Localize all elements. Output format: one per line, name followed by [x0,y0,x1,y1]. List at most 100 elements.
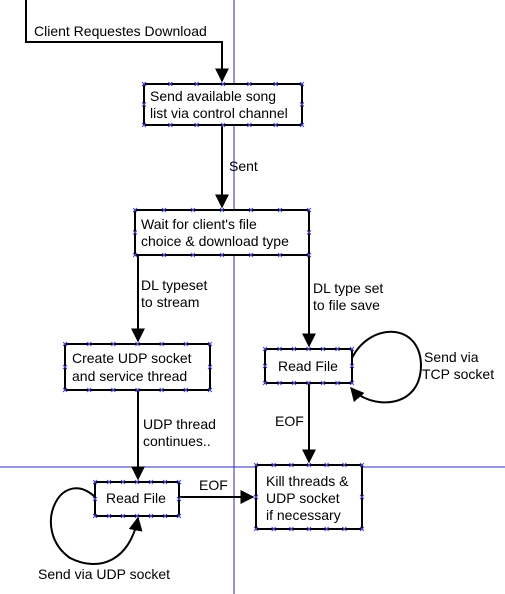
selection-handle [273,81,279,87]
selection-handle [120,479,126,485]
label-dl-file-2: to file save [313,297,380,313]
selection-handle [159,341,165,347]
selection-handle [273,122,279,128]
selection-handle [167,81,173,87]
selection-handle [176,513,182,519]
selection-handle [86,387,92,393]
selection-handle [271,526,277,532]
selection-handle [277,207,283,213]
svg-text:Read File: Read File [278,358,338,374]
selection-handle [246,122,252,128]
node-kill-threads[interactable]: Kill threads & UDP socket if necessary [255,464,363,530]
selection-handle [349,363,355,369]
svg-text:list via control channel: list via control channel [150,105,288,121]
selection-handle [306,207,312,213]
node-create-udp-socket[interactable]: Create UDP socket and service thread [64,343,211,391]
selection-handle [135,387,140,393]
selection-handle [176,496,182,502]
selection-handle [291,346,297,352]
node-send-song-list[interactable]: Send available song list via control cha… [143,83,303,126]
selection-handle [167,122,173,128]
selection-handle [306,346,311,352]
svg-text:if necessary: if necessary [266,507,341,523]
selection-handle [262,380,268,386]
selection-handle [335,346,340,352]
selection-handle [271,462,277,468]
selection-handle [194,81,200,87]
selection-handle [141,102,147,107]
label-dl-stream-1: DL typeset [141,277,208,293]
selection-handle [262,346,268,352]
selection-handle [335,380,340,386]
selection-handle [190,207,196,213]
label-send-tcp-1: Send via [424,349,479,365]
label-eof-udp: EOF [199,477,228,493]
label-send-udp: Send via UDP socket [38,566,170,582]
label-udp-continues-1: UDP thread [143,416,216,432]
loop-send-tcp [350,330,423,404]
selection-handle [162,513,168,519]
selection-handle [120,513,126,519]
selection-handle [341,526,347,532]
node-read-file-udp[interactable]: Read File [94,481,180,517]
svg-text:UDP socket: UDP socket [266,490,340,506]
selection-handle [306,230,312,235]
selection-handle [359,526,365,532]
selection-handle [320,380,326,386]
selection-handle [349,380,355,386]
selection-handle [141,122,147,128]
selection-handle [207,387,213,393]
selection-handle [134,479,140,485]
edge-client-request [25,0,229,83]
label-dl-file-1: DL type set [313,280,383,296]
selection-handle [183,341,189,347]
selection-handle [106,479,112,485]
loop-send-udp [50,487,143,566]
selection-handle [262,363,268,369]
svg-text:Read File: Read File [106,490,166,506]
selection-handle [132,207,138,213]
selection-handle [288,462,294,468]
selection-handle [253,526,259,532]
label-client-request: Client Requestes Download [34,23,207,39]
selection-handle [320,346,326,352]
selection-handle [359,462,365,468]
svg-text:choice & download type: choice & download type [141,233,289,249]
svg-text:Create UDP socket: Create UDP socket [72,350,192,366]
selection-handle [132,230,138,235]
selection-handle [134,513,140,519]
selection-handle [253,494,259,500]
selection-handle [106,513,112,519]
selection-handle [299,81,305,87]
selection-handle [291,380,297,386]
selection-handle [246,81,252,87]
selection-handle [148,513,154,519]
node-read-file-tcp[interactable]: Read File [264,348,353,384]
selection-handle [341,462,347,468]
selection-handle [220,122,226,128]
selection-handle [219,252,225,258]
label-udp-continues-2: continues.. [143,433,211,449]
selection-handle [306,526,312,532]
selection-handle [148,479,154,485]
selection-handle [141,81,147,87]
selection-handle [207,364,213,370]
selection-handle [288,526,294,532]
selection-handle [132,252,138,258]
selection-handle [161,252,167,258]
selection-handle [306,462,312,468]
selection-handle [324,526,330,532]
selection-handle [110,341,116,347]
selection-handle [110,387,116,393]
selection-handle [135,341,140,347]
selection-handle [183,387,189,393]
svg-text:Send available song: Send available song [150,88,276,104]
node-wait-choice[interactable]: Wait for client's file choice & download… [134,209,310,256]
selection-handle [248,252,254,258]
selection-handle [253,462,259,468]
selection-handle [299,122,305,128]
selection-handle [86,341,92,347]
selection-handle [162,479,168,485]
selection-handle [349,346,355,352]
selection-handle [62,341,68,347]
